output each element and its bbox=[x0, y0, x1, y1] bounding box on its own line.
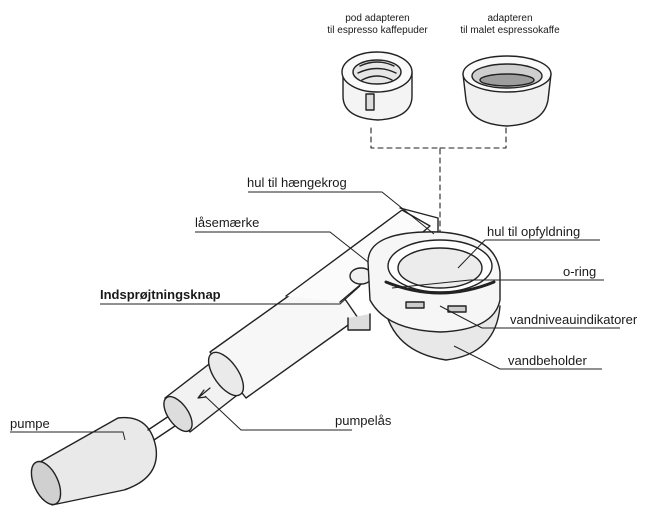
label-water-tank: vandbeholder bbox=[508, 353, 587, 368]
label-o-ring: o-ring bbox=[563, 264, 597, 279]
pump-handle-illustration bbox=[30, 416, 158, 506]
label-pump: pumpe bbox=[10, 416, 50, 431]
label-pump-lock: pumpelås bbox=[335, 413, 392, 428]
ground-adapter-caption-line2: til malet espressokaffe bbox=[460, 25, 560, 36]
o-ring-illustration bbox=[384, 280, 496, 295]
injection-button-illustration bbox=[347, 267, 373, 331]
label-fill-hole: hul til opfyldning bbox=[487, 224, 581, 239]
ground-adapter-caption: adapteren til malet espressokaffe bbox=[440, 13, 580, 37]
ground-coffee-adapter-illustration bbox=[462, 55, 552, 127]
pump-lock-arrow bbox=[197, 387, 211, 399]
pod-adapter-illustration bbox=[341, 51, 413, 121]
ground-adapter-caption-line1: adapteren bbox=[487, 13, 533, 24]
water-tank-illustration bbox=[367, 231, 501, 361]
pod-adapter-caption: pod adapteren til espresso kaffepuder bbox=[305, 13, 450, 37]
label-hang-hole: hul til hængekrog bbox=[247, 175, 347, 190]
label-injection-button: Indsprøjtningsknap bbox=[100, 287, 221, 302]
assembly-guide-line bbox=[370, 127, 507, 251]
label-water-level: vandniveauindikatorer bbox=[510, 312, 638, 327]
pod-adapter-caption-line2: til espresso kaffepuder bbox=[327, 25, 428, 36]
label-lock-mark: låsemærke bbox=[195, 215, 260, 230]
pod-adapter-caption-line1: pod adapteren bbox=[345, 13, 410, 24]
leader-lines bbox=[10, 191, 620, 441]
